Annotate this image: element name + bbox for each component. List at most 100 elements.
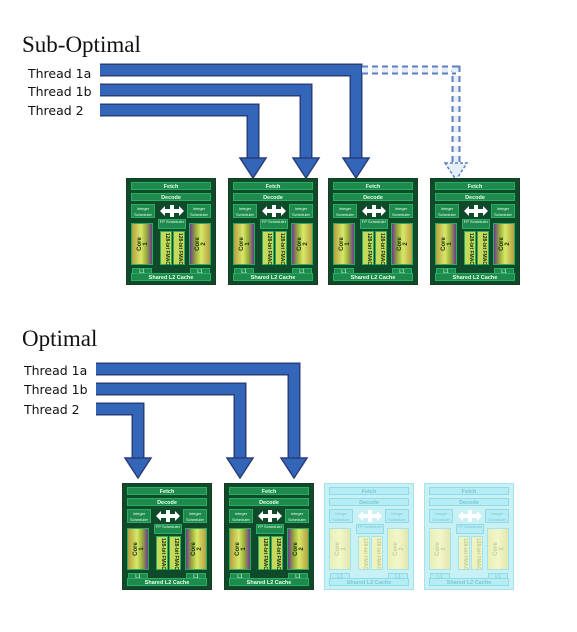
fp-scheduler: FP Scheduler bbox=[154, 524, 182, 534]
fp-scheduler: FP Scheduler bbox=[456, 524, 484, 534]
thread-2-label: Thread 2 bbox=[28, 103, 84, 118]
dashed-arrow bbox=[362, 65, 461, 165]
cpu-module: Fetch Decode Integer Scheduler Integer S… bbox=[228, 178, 318, 285]
decode-unit: Decode bbox=[435, 193, 515, 201]
fetch-unit: Fetch bbox=[229, 487, 309, 495]
cpu-module: Fetch Decode Integer Scheduler Integer S… bbox=[126, 178, 216, 285]
core-2: Core 2 bbox=[287, 528, 309, 570]
arrow-head bbox=[443, 162, 469, 182]
core-1: Core 1 bbox=[127, 528, 149, 570]
integer-scheduler: Integer Scheduler bbox=[429, 509, 453, 523]
shared-l2-cache: Shared L2 Cache bbox=[435, 273, 515, 281]
four-way-arrow-icon bbox=[358, 510, 382, 522]
thread-2-arrow bbox=[100, 103, 260, 160]
four-way-arrow-icon bbox=[362, 205, 386, 217]
fmac-label: 128-bit FMAC bbox=[468, 233, 474, 265]
integer-scheduler: Integer Scheduler bbox=[131, 204, 155, 218]
core-label: Core 1 bbox=[235, 542, 247, 556]
core-2: Core 2 bbox=[391, 223, 413, 265]
fetch-unit: Fetch bbox=[127, 487, 207, 495]
fmac-label: 128-bit FMAC bbox=[177, 233, 183, 265]
decode-unit: Decode bbox=[131, 193, 211, 201]
core-label: Core 1 bbox=[239, 237, 251, 251]
fmac-label: 128-bit FMAC bbox=[462, 538, 468, 570]
core-label: Core 2 bbox=[393, 542, 405, 556]
thread-1a-label: Thread 1a bbox=[28, 66, 92, 81]
arrow-head bbox=[279, 457, 309, 480]
fmac-label: 128-bit FMAC bbox=[279, 233, 285, 265]
core-label: Core 1 bbox=[137, 237, 149, 251]
arrow-head bbox=[225, 457, 255, 480]
four-way-arrow-icon bbox=[464, 205, 488, 217]
thread-1b-arrow bbox=[100, 83, 313, 160]
integer-scheduler: Integer Scheduler bbox=[285, 509, 309, 523]
fmac-label: 128-bit FMAC bbox=[481, 233, 487, 265]
fmac-unit: 128-bit FMAC bbox=[156, 536, 168, 570]
cpu-module: Fetch Decode Integer Scheduler Integer S… bbox=[122, 483, 212, 590]
core-label: Core 2 bbox=[293, 542, 305, 556]
fmac-label: 128-bit FMAC bbox=[160, 538, 166, 570]
core-1: Core 1 bbox=[229, 528, 251, 570]
core-1: Core 1 bbox=[233, 223, 255, 265]
integer-scheduler: Integer Scheduler bbox=[491, 204, 515, 218]
arrow-head bbox=[341, 157, 371, 180]
thread-2-arrow bbox=[96, 402, 145, 460]
fmac-unit: 128-bit FMAC bbox=[464, 231, 476, 265]
core-label: Core 2 bbox=[499, 237, 511, 251]
integer-scheduler: Integer Scheduler bbox=[389, 204, 413, 218]
decode-unit: Decode bbox=[429, 498, 509, 506]
fmac-unit: 128-bit FMAC bbox=[477, 231, 489, 265]
fmac-unit: 128-bit FMAC bbox=[362, 231, 374, 265]
decode-unit: Decode bbox=[229, 498, 309, 506]
core-1: Core 1 bbox=[329, 528, 351, 570]
decode-unit: Decode bbox=[233, 193, 313, 201]
core-label: Core 1 bbox=[441, 237, 453, 251]
fetch-unit: Fetch bbox=[333, 182, 413, 190]
fp-scheduler: FP Scheduler bbox=[260, 219, 288, 229]
core-label: Core 2 bbox=[493, 542, 505, 556]
core-label: Core 1 bbox=[133, 542, 145, 556]
fetch-unit: Fetch bbox=[233, 182, 313, 190]
core-2: Core 2 bbox=[387, 528, 409, 570]
core-2: Core 2 bbox=[189, 223, 211, 265]
four-way-arrow-icon bbox=[258, 510, 282, 522]
fetch-unit: Fetch bbox=[429, 487, 509, 495]
integer-scheduler: Integer Scheduler bbox=[183, 509, 207, 523]
fmac-unit: 128-bit FMAC bbox=[375, 231, 387, 265]
fmac-unit: 128-bit FMAC bbox=[258, 536, 270, 570]
shared-l2-cache: Shared L2 Cache bbox=[127, 578, 207, 586]
fmac-unit: 128-bit FMAC bbox=[271, 536, 283, 570]
fmac-unit: 128-bit FMAC bbox=[160, 231, 172, 265]
fmac-label: 128-bit FMAC bbox=[366, 233, 372, 265]
fp-scheduler: FP Scheduler bbox=[256, 524, 284, 534]
optimal-heading: Optimal bbox=[22, 326, 98, 351]
integer-scheduler: Integer Scheduler bbox=[229, 509, 253, 523]
core-1: Core 1 bbox=[429, 528, 451, 570]
fp-scheduler: FP Scheduler bbox=[462, 219, 490, 229]
core-label: Core 2 bbox=[195, 237, 207, 251]
fmac-label: 128-bit FMAC bbox=[275, 538, 281, 570]
four-way-arrow-icon bbox=[160, 205, 184, 217]
cpu-module: Fetch Decode Integer Scheduler Integer S… bbox=[224, 483, 314, 590]
fmac-label: 128-bit FMAC bbox=[262, 538, 268, 570]
four-way-arrow-icon bbox=[262, 205, 286, 217]
integer-scheduler: Integer Scheduler bbox=[127, 509, 151, 523]
fmac-label: 128-bit FMAC bbox=[379, 233, 385, 265]
integer-scheduler: Integer Scheduler bbox=[289, 204, 313, 218]
integer-scheduler: Integer Scheduler bbox=[233, 204, 257, 218]
fmac-label: 128-bit FMAC bbox=[362, 538, 368, 570]
core-label: Core 1 bbox=[335, 542, 347, 556]
cpu-module: Fetch Decode Integer Scheduler Integer S… bbox=[430, 178, 520, 285]
integer-scheduler: Integer Scheduler bbox=[333, 204, 357, 218]
core-1: Core 1 bbox=[131, 223, 153, 265]
thread-1a-label: Thread 1a bbox=[24, 363, 88, 378]
core-1: Core 1 bbox=[333, 223, 355, 265]
shared-l2-cache: Shared L2 Cache bbox=[329, 578, 409, 586]
fetch-unit: Fetch bbox=[435, 182, 515, 190]
core-2: Core 2 bbox=[487, 528, 509, 570]
fmac-label: 128-bit FMAC bbox=[164, 233, 170, 265]
four-way-arrow-icon bbox=[156, 510, 180, 522]
cpu-module: Fetch Decode Integer Scheduler Integer S… bbox=[328, 178, 418, 285]
shared-l2-cache: Shared L2 Cache bbox=[429, 578, 509, 586]
